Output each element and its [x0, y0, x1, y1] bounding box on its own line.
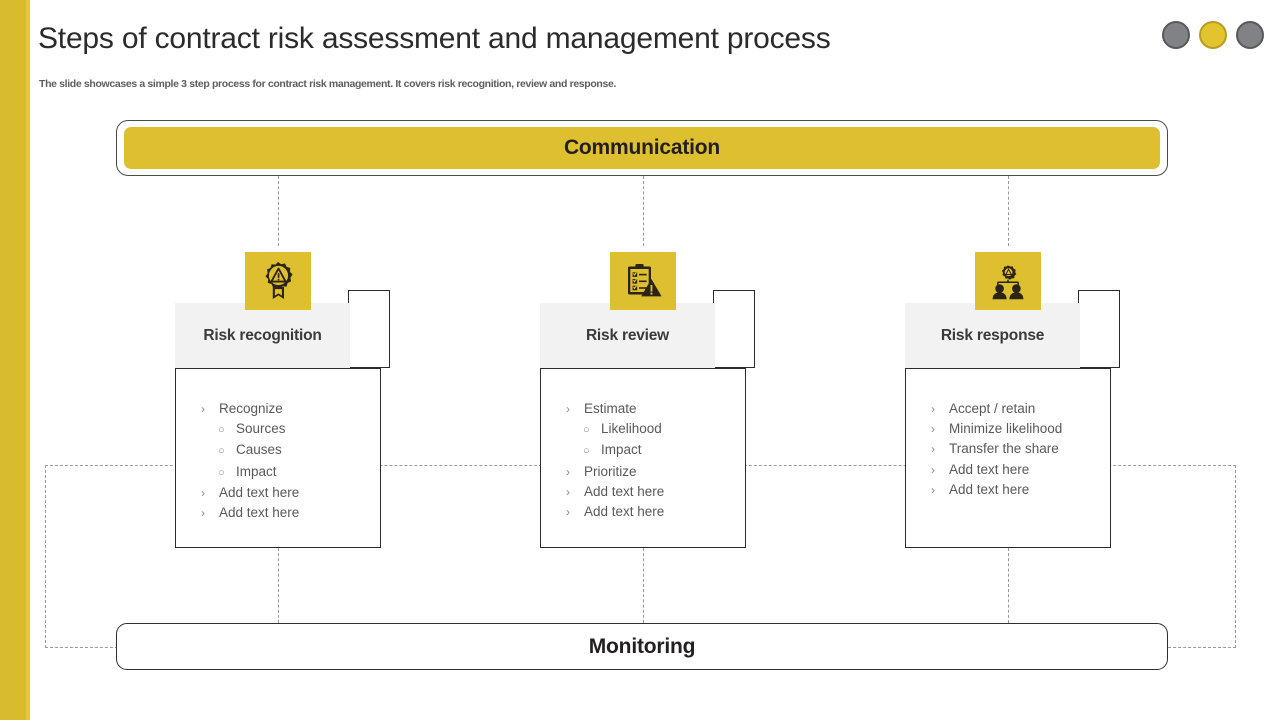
content-box-risk-response: › Accept / retain › Minimize likelihood › T…	[905, 368, 1111, 548]
connector-bottom-col1	[278, 548, 279, 623]
notch-box-col3	[1078, 290, 1120, 368]
communication-banner[interactable]: Communication	[124, 127, 1160, 169]
dot-gray-left	[1162, 21, 1190, 49]
list-item-text: Sources	[236, 421, 286, 437]
communication-label: Communication	[563, 136, 721, 159]
list-item: › Minimize likelihood	[931, 419, 1110, 439]
connector-top-col3	[1008, 176, 1009, 246]
bullet-marker: ›	[931, 402, 935, 416]
award-warning-icon	[245, 252, 311, 310]
left-accent-bar-highlight	[26, 0, 30, 720]
decorative-dots	[1162, 21, 1264, 49]
bullet-marker: ○	[218, 466, 225, 479]
notch-box-col1	[348, 290, 390, 368]
list-item: › Add text here	[201, 503, 380, 523]
bullet-marker: ›	[566, 484, 570, 499]
list-item: ○ Causes	[201, 440, 380, 461]
bullet-marker: ○	[583, 445, 590, 458]
list-item: ○ Likelihood	[566, 419, 745, 440]
step-label-box-risk-response[interactable]: Risk response	[905, 303, 1080, 368]
list-item: › Accept / retain	[931, 399, 1110, 419]
list-item-text: Estimate	[584, 401, 637, 416]
list-item-text: Prioritize	[584, 463, 637, 479]
list-item-text: Recognize	[219, 401, 283, 416]
bullet-list-risk-review: › Estimate ○ Likelihood ○ Impact › Prioritiz…	[541, 369, 745, 522]
bullet-marker: ›	[201, 402, 205, 416]
monitoring-banner[interactable]: Monitoring	[116, 623, 1168, 670]
list-item-text: Impact	[601, 442, 642, 458]
notch-box-col2	[713, 290, 755, 368]
list-item-text: Add text here	[949, 481, 1030, 497]
bullet-marker: ○	[218, 424, 225, 437]
list-item-text: Impact	[236, 463, 277, 479]
people-gear-icon	[975, 252, 1041, 310]
page-subtitle: The slide showcases a simple 3 step proc…	[39, 78, 617, 90]
connector-bottom-col2	[643, 548, 644, 623]
step-label-risk-review: Risk review	[585, 326, 670, 344]
content-box-risk-recognition: › Recognize ○ Sources ○ Causes ○ Impact › Add…	[175, 368, 381, 548]
bullet-marker: ○	[583, 424, 590, 437]
clipboard-warning-icon	[610, 252, 676, 310]
list-item-text: Likelihood	[601, 421, 662, 437]
list-item: › Prioritize	[566, 462, 745, 482]
list-item: › Add text here	[566, 502, 745, 522]
bullet-marker: ○	[218, 445, 225, 458]
connector-top-col2	[643, 176, 644, 246]
connector-top-col1	[278, 176, 279, 246]
page-title: Steps of contract risk assessment and ma…	[38, 22, 831, 55]
bullet-list-risk-response: › Accept / retain › Minimize likelihood › T…	[906, 369, 1110, 500]
list-item-text: Causes	[236, 442, 282, 458]
bullet-marker: ›	[201, 485, 205, 500]
list-item: ○ Sources	[201, 419, 380, 440]
list-item: › Add text here	[931, 460, 1110, 480]
list-item-text: Transfer the share	[949, 441, 1059, 457]
bullet-marker: ›	[566, 402, 570, 416]
connector-bottom-col3	[1008, 548, 1009, 623]
bullet-marker: ›	[931, 422, 935, 437]
dot-gray-right	[1236, 21, 1264, 49]
step-label-risk-recognition: Risk recognition	[203, 326, 322, 344]
content-box-risk-review: › Estimate ○ Likelihood ○ Impact › Prioritiz…	[540, 368, 746, 548]
left-accent-bar	[0, 0, 26, 720]
list-item: › Recognize	[201, 399, 380, 419]
step-label-box-risk-review[interactable]: Risk review	[540, 303, 715, 368]
monitoring-label: Monitoring	[588, 634, 696, 658]
bullet-marker: ›	[566, 464, 570, 479]
list-item: › Add text here	[931, 480, 1110, 500]
list-item: ○ Impact	[201, 462, 380, 483]
list-item-text: Add text here	[219, 505, 300, 521]
dot-yellow	[1199, 21, 1227, 49]
list-item-text: Accept / retain	[949, 401, 1036, 416]
list-item-text: Minimize likelihood	[949, 421, 1063, 437]
list-item-text: Add text here	[584, 504, 665, 520]
list-item: › Add text here	[201, 483, 380, 503]
bullet-list-risk-recognition: › Recognize ○ Sources ○ Causes ○ Impact › Add…	[176, 369, 380, 523]
bullet-marker: ›	[931, 462, 935, 477]
list-item-text: Add text here	[949, 461, 1030, 477]
list-item: ○ Impact	[566, 440, 745, 461]
list-item-text: Add text here	[584, 483, 665, 499]
list-item: › Transfer the share	[931, 439, 1110, 459]
step-label-risk-response: Risk response	[940, 326, 1045, 344]
step-label-box-risk-recognition[interactable]: Risk recognition	[175, 303, 350, 368]
bullet-marker: ›	[931, 442, 935, 457]
bullet-marker: ›	[931, 482, 935, 497]
bullet-marker: ›	[566, 505, 570, 520]
list-item-text: Add text here	[219, 484, 300, 500]
list-item: › Add text here	[566, 482, 745, 502]
list-item: › Estimate	[566, 399, 745, 419]
bullet-marker: ›	[201, 506, 205, 521]
